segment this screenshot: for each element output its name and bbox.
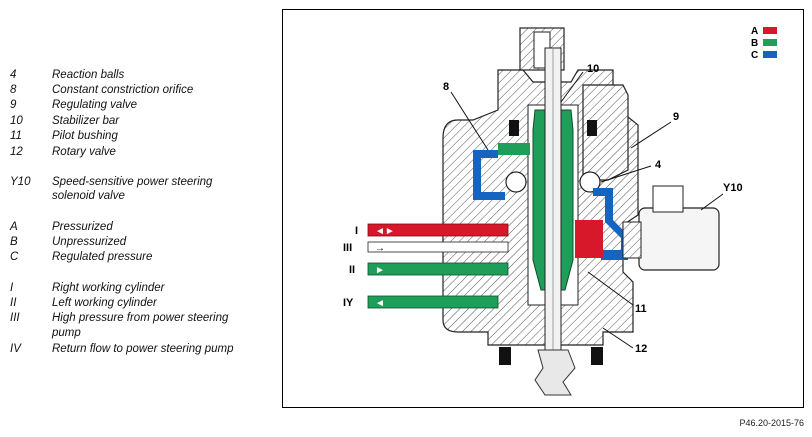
legend-key: Y10 [10, 176, 31, 188]
legend-text: Left working cylinder [52, 297, 157, 309]
key-letter-c: C [751, 50, 758, 61]
key-swatch-b [763, 39, 777, 46]
color-key: A B C [751, 26, 777, 61]
port-I-line [367, 223, 509, 237]
reaction-ball-left [505, 171, 527, 193]
legend-text: solenoid valve [52, 190, 125, 202]
leader-12 [602, 327, 634, 349]
valve-cross-section: A B C [343, 26, 777, 396]
legend-key: 12 [10, 146, 23, 158]
hydraulic-ports: I III II IY ◄► → ► ◄ [343, 223, 509, 309]
callout-12: 12 [635, 343, 647, 355]
leader-y10 [700, 193, 724, 211]
legend-key: III [10, 312, 20, 324]
solenoid-valve [622, 185, 720, 271]
seal-right-top [587, 120, 597, 136]
legend-text: Pressurized [52, 221, 113, 233]
legend-text: Unpressurized [52, 236, 127, 248]
seal-left-top [509, 120, 519, 136]
seal-left-bottom [499, 347, 511, 365]
key-swatch-a [763, 27, 777, 34]
solenoid-mount [622, 221, 642, 259]
legend-key: 11 [10, 130, 22, 142]
flow-arrow-icon: → [375, 243, 385, 254]
legend-text: Stabilizer bar [52, 115, 120, 127]
leader-9 [630, 121, 672, 149]
legend-panel: 4 Reaction balls 8 Constant constriction o… [0, 0, 280, 437]
blue-channel-right [593, 188, 628, 260]
callout-4: 4 [655, 159, 662, 171]
port-III-line [367, 241, 509, 253]
legend-text: High pressure from power steering [52, 312, 229, 324]
callout-11: 11 [635, 303, 647, 315]
port-II-line [367, 262, 509, 276]
legend-text: Rotary valve [52, 146, 116, 158]
leader-10 [560, 71, 584, 103]
leader-11 [587, 271, 634, 306]
legend-key: B [10, 236, 18, 248]
callout-9: 9 [673, 111, 679, 123]
legend-text: Speed-sensitive power steering [52, 176, 213, 188]
pinion [534, 349, 576, 396]
flow-arrow-icon: ► [375, 265, 385, 276]
legend-key: IV [10, 343, 21, 355]
solenoid-connector [652, 185, 684, 213]
flow-arrow-icon: ◄► [375, 226, 395, 237]
legend-text: Reaction balls [52, 69, 125, 81]
diagram-frame: A B C [282, 9, 804, 408]
port-IV-line [367, 295, 499, 309]
legend-key: 4 [10, 69, 17, 81]
regulated-pressure-channel [473, 150, 628, 260]
legend-key: A [10, 221, 18, 233]
legend-key: C [10, 251, 19, 263]
legend-text: pump [52, 327, 81, 339]
port-IV-label: IY [343, 297, 354, 309]
legend-key: II [10, 297, 17, 309]
orifice-channel [498, 143, 530, 155]
callout-y10: Y10 [723, 182, 743, 194]
key-letter-b: B [751, 38, 758, 49]
legend-key: 9 [10, 99, 17, 111]
legend-text: Return flow to power steering pump [52, 343, 234, 355]
legend-text: Right working cylinder [52, 282, 165, 294]
legend-text: Constant constriction orifice [52, 84, 194, 96]
port-II-label: II [349, 264, 355, 276]
legend-text: Regulated pressure [52, 251, 153, 263]
leader-4 [600, 165, 652, 183]
legend-key: 10 [10, 115, 23, 127]
figure-reference: P46.20-2015-76 [739, 418, 804, 428]
reaction-ball-right [579, 171, 601, 193]
legend-text: Regulating valve [52, 99, 138, 111]
key-swatch-c [763, 51, 777, 58]
solenoid-body [638, 207, 720, 271]
seal-right-bottom [591, 347, 603, 365]
callout-8: 8 [443, 81, 449, 93]
leader-lines [450, 71, 724, 349]
legend-key: I [10, 282, 14, 294]
blue-channel-left [473, 150, 505, 200]
port-I-label: I [355, 225, 358, 237]
pressurized-chamber [575, 220, 603, 258]
legend-text: Pilot bushing [52, 130, 118, 142]
rotary-valve-assembly [499, 47, 603, 396]
legend-key: 8 [10, 84, 17, 96]
callout-10: 10 [587, 63, 599, 75]
port-III-label: III [343, 242, 352, 254]
leader-8 [450, 91, 489, 151]
key-letter-a: A [751, 26, 758, 37]
flow-arrow-icon: ◄ [375, 298, 385, 309]
